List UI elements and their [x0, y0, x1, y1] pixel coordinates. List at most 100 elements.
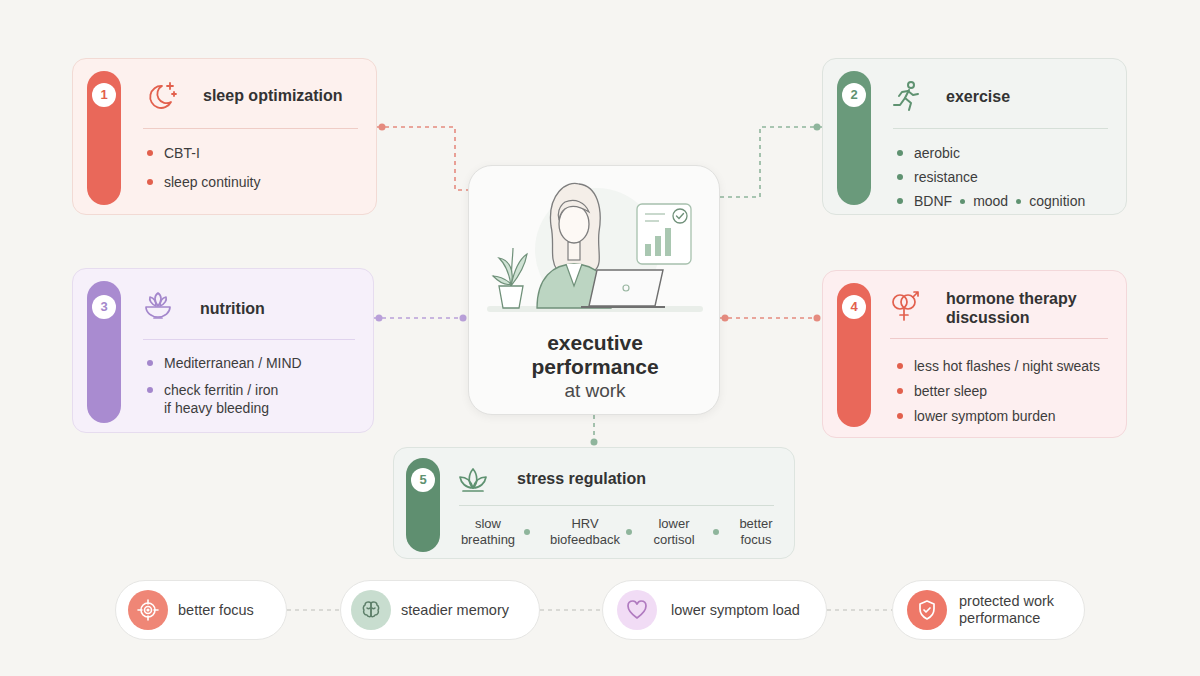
pill-glyph-part — [138, 600, 158, 620]
pill-glyph-part — [628, 601, 646, 618]
pill-glyph — [915, 598, 939, 622]
divider-line — [143, 339, 355, 340]
card-icon — [456, 462, 490, 496]
pill-glyph-part — [370, 603, 372, 616]
card-icon-part — [460, 477, 473, 488]
worker-illustration-part — [581, 306, 665, 308]
card-icon-part — [900, 309, 908, 320]
card-icon-part — [150, 297, 156, 306]
card-icon-part — [893, 292, 918, 320]
pill-glyph-part — [915, 598, 939, 622]
topic-card: 4hormone therapy discussionless hot flas… — [822, 270, 1127, 438]
card-icon-part — [167, 83, 173, 89]
worker-illustration-part — [589, 270, 663, 306]
callout-number: 5 — [411, 468, 435, 492]
item-text: better focus — [731, 516, 781, 548]
bullet-dot — [897, 413, 903, 419]
worker-illustration-part — [645, 244, 651, 256]
card-icon-part — [460, 469, 486, 491]
topic-card: 5stress regulationslow breathingHRV biof… — [393, 447, 795, 559]
card-icon-part — [456, 462, 490, 496]
item-text: better sleep — [914, 382, 1114, 400]
card-icon-part — [893, 295, 907, 309]
worker-illustration-part — [511, 254, 527, 286]
callout-number: 1 — [92, 83, 116, 107]
worker-illustration-part — [566, 264, 582, 286]
pill-glyph-part — [920, 601, 934, 619]
pill-glyph-part — [372, 607, 375, 609]
dashed-connector — [720, 127, 822, 197]
card-icon-part — [889, 79, 923, 113]
bullet-dot — [897, 363, 903, 369]
divider-line — [893, 128, 1108, 129]
worker-illustration-part — [677, 214, 684, 219]
pill-glyph-part — [147, 609, 149, 611]
item-text: resistance — [914, 168, 1114, 186]
connector-dot — [379, 124, 386, 131]
dashed-connector — [287, 609, 340, 611]
callout-number: 4 — [842, 295, 866, 319]
card-icon — [143, 79, 177, 113]
card-icon-part — [894, 82, 918, 110]
worker-illustration-part — [469, 166, 721, 326]
central-box: executive performanceat work — [468, 165, 720, 415]
separator-dot — [960, 199, 965, 204]
pill-glyph-part — [625, 598, 649, 622]
center-label: at work — [495, 380, 695, 402]
card-title: sleep optimization — [203, 86, 368, 105]
bullet-dot — [897, 388, 903, 394]
bullet-dot — [897, 198, 903, 204]
card-icon-part — [150, 83, 176, 108]
item-text: BDNF — [914, 192, 952, 210]
item-text: lower cortisol — [644, 516, 704, 548]
worker-illustration-part — [645, 220, 659, 222]
separator-dot — [626, 529, 632, 535]
bullet-dot — [147, 360, 153, 366]
pill-glyph — [359, 598, 383, 622]
topic-card: 3nutritionMediterranean / MINDcheck ferr… — [72, 268, 374, 433]
connector-dot — [591, 439, 598, 446]
bullet-dot — [897, 150, 903, 156]
worker-illustration-part — [645, 213, 665, 215]
card-icon-part — [469, 469, 477, 488]
worker-illustration-part — [623, 285, 629, 291]
card-icon-part — [913, 292, 918, 297]
item-text: mood — [973, 192, 1008, 210]
dashed-connector — [540, 609, 602, 611]
card-icon-part — [908, 82, 914, 88]
connector-dot — [722, 315, 729, 322]
worker-illustration-part — [655, 236, 661, 256]
worker-illustration — [469, 166, 721, 326]
pill-glyph-part — [924, 608, 930, 612]
card-icon — [887, 289, 921, 323]
dashed-connector — [377, 127, 468, 190]
connector-dot — [376, 315, 383, 322]
card-icon-part — [172, 92, 176, 96]
card-icon-part — [154, 317, 162, 319]
callout-number: 2 — [842, 83, 866, 107]
pill-glyph — [625, 598, 649, 622]
card-title: stress regulation — [517, 469, 717, 488]
pill-icon — [128, 590, 168, 630]
worker-illustration-part — [673, 209, 687, 223]
topic-card: 1sleep optimizationCBT-Isleep continuity — [72, 58, 377, 215]
pill-glyph-part — [920, 601, 934, 619]
item-text: CBT-I — [164, 144, 364, 162]
worker-illustration-part — [568, 242, 580, 260]
bullet-dot — [147, 150, 153, 156]
card-title: hormone therapy discussion — [946, 289, 1096, 327]
pill-icon — [351, 590, 391, 630]
pill-glyph — [136, 598, 160, 622]
worker-illustration-part — [637, 204, 691, 264]
inline-row: BDNFmoodcognition — [914, 192, 1085, 210]
bullet-dot — [897, 174, 903, 180]
callout-number: 3 — [92, 295, 116, 319]
item-text: lower symptom load — [671, 602, 821, 619]
divider-line — [890, 338, 1108, 339]
connector-dot — [460, 315, 467, 322]
outcome-pill: lower symptom load — [602, 580, 827, 640]
worker-illustration-part — [665, 228, 671, 256]
card-icon-part — [463, 490, 483, 492]
card-title: exercise — [946, 87, 1111, 106]
connector-dot — [814, 315, 821, 322]
